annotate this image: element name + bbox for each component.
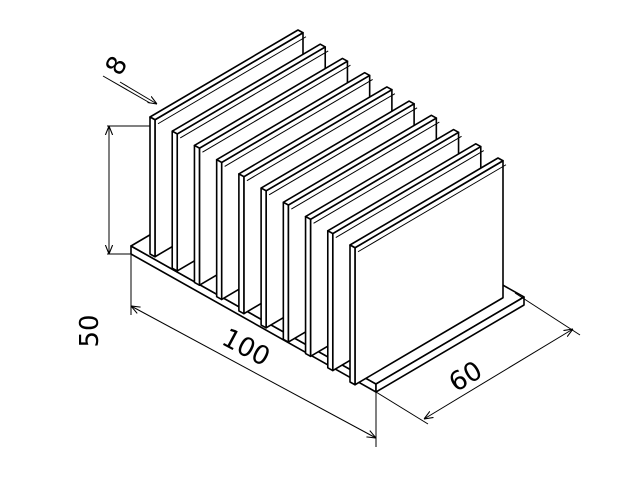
fin-lip-line (268, 107, 418, 196)
height-label: 50 (75, 314, 105, 347)
fin-front-face (171, 130, 179, 272)
fin-lip-line (179, 50, 329, 139)
fin-front-face (304, 215, 312, 358)
fin-thickness-leader (119, 81, 157, 104)
fin-front-face (238, 173, 245, 315)
fin-lip-line (291, 121, 440, 210)
fin-lip-line (335, 150, 485, 238)
length-dimension-line (131, 306, 376, 438)
fin-lip-line (157, 36, 307, 125)
dimension-lines (109, 81, 573, 438)
fin-front-face (326, 229, 334, 372)
fin-lip-line (202, 64, 351, 153)
width-label: 60 (444, 356, 488, 399)
fin-front-face (260, 187, 267, 329)
fin-lip-line (313, 135, 462, 224)
fin-lip-line (224, 78, 373, 167)
fin-front-face (349, 244, 356, 386)
fin-lip-line (246, 93, 396, 182)
fin-lip-line (357, 164, 507, 253)
width-dimension-line (424, 329, 573, 419)
fin-thickness-label: 8 (100, 51, 134, 80)
fin-front-face (282, 201, 290, 343)
fin-front-face (193, 144, 201, 286)
fin-front-face (149, 116, 156, 258)
fin-front-face (215, 158, 223, 301)
